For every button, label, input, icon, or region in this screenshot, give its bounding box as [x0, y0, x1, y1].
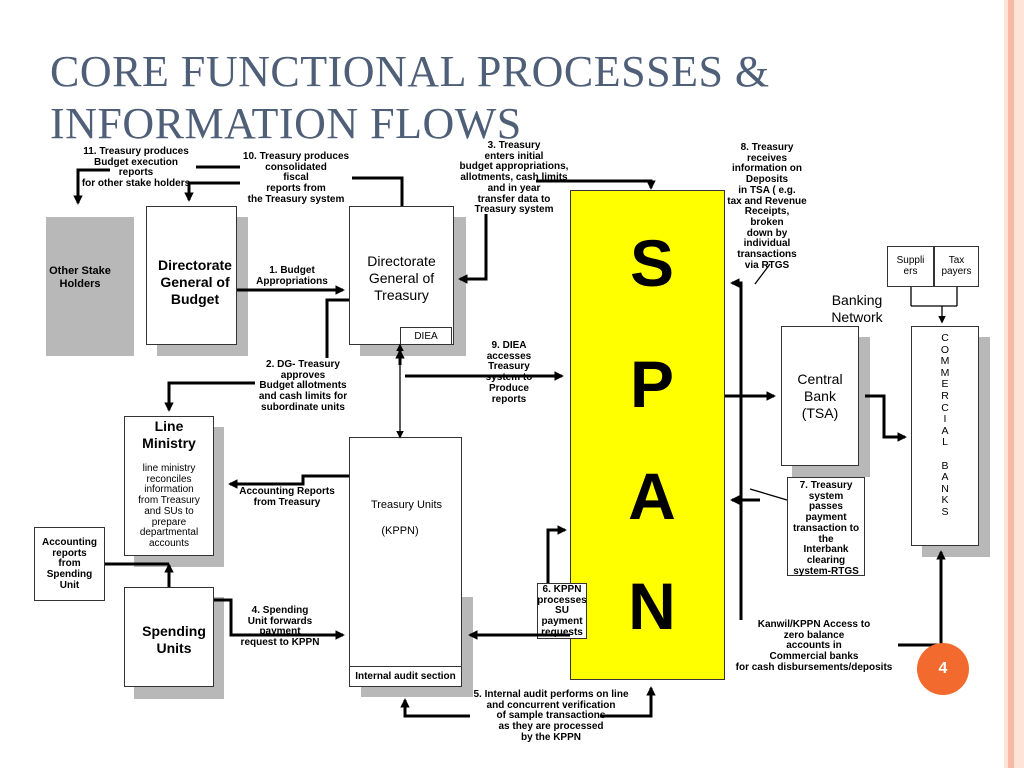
span-box [570, 190, 725, 680]
dg-treasury-label: Directorate General of Treasury [367, 253, 436, 303]
line-ministry-desc: line ministry reconciles information fro… [138, 463, 200, 549]
flow-11-label: 11. Treasury produces Budget execution r… [81, 146, 191, 190]
page-number-badge: 4 [917, 643, 969, 695]
commercial-banks-box [911, 326, 979, 546]
flow-9-label: 9. DIEA accesses Treasury system to Prod… [485, 340, 533, 405]
rtgs-note-box [787, 477, 865, 576]
tax-payers-box [934, 246, 979, 287]
line-ministry-box [124, 416, 214, 556]
dg-budget-box [146, 206, 237, 345]
treasury-units-label: Treasury Units [370, 499, 443, 511]
flow-4-arrow [214, 598, 345, 640]
flow-6-label: 6. KPPN processes SU payment requests [537, 584, 587, 638]
other-stake-holders-label: Other Stake Holders [49, 265, 111, 290]
kppn-note-box [537, 583, 587, 639]
f7-pointer [749, 488, 788, 501]
flow-2-label: 2. DG- Treasury approves Budget allotmen… [258, 359, 348, 413]
kanwil-note-label: Kanwil/KPPN Access to zero balance accou… [735, 619, 893, 673]
diea-label: DIEA [414, 331, 438, 342]
central-bank-box [781, 326, 859, 466]
flow-10-line-b [184, 181, 240, 202]
flow-1-label: 1. Budget Appropriations [256, 265, 328, 287]
flow-3-top [536, 179, 656, 190]
commercial-banks-label: C O M M E R C I A L B A N K S [940, 332, 950, 518]
flow-10-label: 10. Treasury produces consolidated fisca… [242, 151, 350, 205]
suppliers-label: Suppli ers [896, 255, 925, 277]
flow-11-arrow [73, 168, 110, 205]
span-letter-a: A [628, 459, 676, 533]
flow-10-line-c [352, 176, 404, 206]
spending-units-label: Spending Units [142, 623, 206, 656]
span-letter-n: N [628, 569, 676, 643]
flow-7-label: 7. Treasury system passes payment transa… [792, 480, 860, 577]
dg-treasury-box [349, 206, 454, 345]
accounting-reports-label: Accounting reports from Spending Unit [42, 537, 97, 591]
tax-payers-label: Tax payers [941, 255, 972, 277]
flow-5-right [600, 686, 656, 718]
flow-kanwil-arrow [898, 550, 946, 647]
flow-8-label: 8. Treasury receives information on Depo… [727, 142, 807, 271]
dg-budget-label: Directorate General of Budget [158, 257, 232, 307]
treasury-units-box [349, 437, 462, 687]
line-ministry-title: Line Ministry [142, 418, 196, 451]
flow-3-arrow [458, 214, 488, 284]
flow-8-arrow [730, 278, 743, 620]
accounting-reports-from-treasury-label: Accounting Reports from Treasury [239, 486, 335, 508]
flow-cb-to-banks [865, 394, 907, 442]
page-title: CORE FUNCTIONAL PROCESSES & INFORMATION … [50, 47, 770, 148]
banking-network-label: Banking Network [831, 292, 883, 325]
flow-5-label: 5. Internal audit performs on line and c… [473, 689, 629, 743]
span-letter-p: P [629, 347, 675, 421]
suppliers-box [887, 246, 934, 287]
flow-3-label: 3. Treasury enters initial budget approp… [459, 140, 569, 216]
flow-2-arrow [164, 381, 255, 412]
internal-audit-box [349, 666, 462, 687]
diea-box [400, 327, 452, 345]
central-bank-label: Central Bank (TSA) [797, 371, 843, 421]
spending-units-box [124, 587, 214, 687]
f8-pointer [754, 263, 771, 285]
accounting-reports-box [34, 527, 105, 601]
kppn-label: (KPPN) [381, 525, 419, 537]
flow-6-up [546, 525, 567, 583]
decor-stripe [1008, 0, 1014, 768]
other-stake-holders-box [46, 217, 134, 356]
flow-4-label: 4. Spending Unit forwards payment reques… [240, 605, 320, 649]
flow-2-line [325, 298, 349, 358]
flow-accounting-reports [228, 474, 349, 489]
internal-audit-label: Internal audit section [355, 671, 456, 682]
flow-5-arrow [400, 698, 470, 718]
span-letter-s: S [629, 226, 675, 300]
